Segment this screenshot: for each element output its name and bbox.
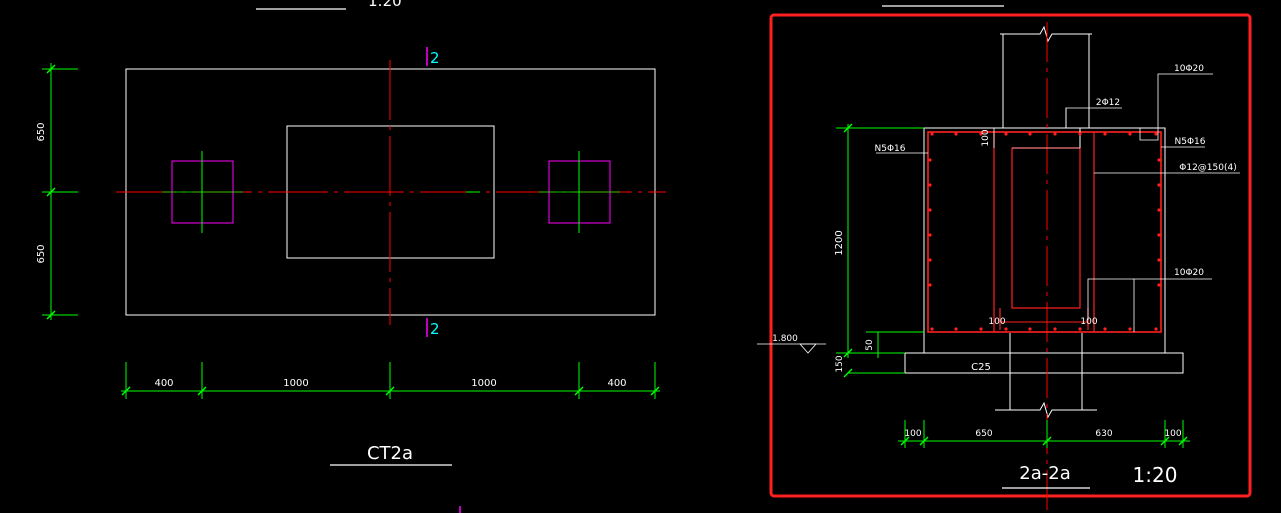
label-top-bars: 10Φ20: [1174, 64, 1204, 74]
elevation-triangle-icon: [799, 343, 817, 354]
section-mark-bottom: 2: [426, 318, 440, 338]
rebar-dot: [954, 132, 958, 136]
sec-dim-h-3: 100: [1164, 429, 1181, 439]
cushion-layer: [904, 352, 1184, 374]
highlight-frame: [769, 13, 1252, 498]
section-horizontal-dimensions: 100 650 630 100: [898, 420, 1190, 448]
rebar-dot: [979, 327, 983, 331]
plan-vertical-dimension: 650 650: [36, 63, 78, 320]
rebar-dot: [1103, 327, 1107, 331]
rebar-dot: [1103, 132, 1107, 136]
section-vertical-dimensions: 1200 50 150: [834, 123, 924, 378]
section-mark-top-label: 2: [430, 49, 440, 67]
rebar-dot: [928, 258, 932, 262]
dim-50: 50: [865, 339, 875, 351]
plan-dim-h-0: 400: [154, 378, 173, 389]
plan-horizontal-dimension: 400 1000 1000 400: [121, 362, 660, 399]
sec-dim-h-2: 630: [1095, 429, 1112, 439]
rebar-dot: [1128, 132, 1132, 136]
section-mark-bottom-label: 2: [430, 320, 440, 338]
rebar-dot: [979, 132, 983, 136]
pile-break-bottom: [995, 401, 1097, 419]
rebar-dot: [1028, 327, 1032, 331]
rebar-dot: [1157, 258, 1161, 262]
rebar-dot: [1078, 132, 1082, 136]
rebar-dot: [1128, 327, 1132, 331]
label-side-bars-left: N5Φ16: [875, 144, 906, 154]
top-partial-title-left: 1:20: [256, 0, 402, 10]
rebar-dot: [1004, 327, 1008, 331]
rebar-dot: [1053, 327, 1057, 331]
plan-dim-v-0: 650: [36, 122, 47, 141]
rebar-dot: [1028, 132, 1032, 136]
rebar-dot: [930, 132, 934, 136]
section-2a-2a-view: C25 10Φ20 2Φ12 N5Φ16: [757, 13, 1252, 513]
rebar-dot: [928, 183, 932, 187]
rebar-dot: [1157, 158, 1161, 162]
plan-caption: CT2a: [367, 443, 413, 464]
rebar-dot: [928, 233, 932, 237]
rebar-dot-group: [928, 132, 1161, 331]
label-cover-bottom-right: 100: [1080, 317, 1097, 327]
label-stirrup-top: 2Φ12: [1096, 98, 1120, 108]
plan-dim-h-2: 1000: [471, 378, 496, 389]
plan-dim-v-1: 650: [36, 244, 47, 263]
label-bottom-bars: 10Φ20: [1174, 268, 1204, 278]
column-break-top: [1000, 25, 1092, 43]
section-caption: 2a-2a: [1019, 463, 1070, 484]
concrete-grade-label: C25: [971, 362, 991, 373]
rebar-dot: [1157, 283, 1161, 287]
rebar-dot: [1157, 208, 1161, 212]
dim-150: 150: [835, 355, 845, 372]
rebar-dot: [928, 208, 932, 212]
label-cover-bottom-left: 100: [988, 317, 1005, 327]
rebar-dot: [1053, 132, 1057, 136]
rebar-dot: [1157, 183, 1161, 187]
inner-stirrup: [1011, 147, 1081, 309]
rebar-dot: [928, 283, 932, 287]
label-elevation: 1.800: [772, 334, 798, 344]
rebar-dot: [1078, 327, 1082, 331]
outer-stirrup: [927, 131, 1162, 333]
section-mark-top: 2: [426, 47, 440, 67]
rebar-cage: [927, 108, 1162, 333]
dim-height: 1200: [834, 230, 845, 255]
top-scale-text: 1:20: [368, 0, 402, 10]
rebar-dot: [1154, 132, 1158, 136]
sec-dim-h-0: 100: [904, 429, 921, 439]
plan-dim-h-1: 1000: [283, 378, 308, 389]
plan-dim-h-3: 400: [607, 378, 626, 389]
label-cover-top: 100: [981, 129, 991, 146]
pile-cap-section: [923, 127, 1166, 354]
section-annotations: 10Φ20 2Φ12 N5Φ16 N5Φ16 Φ12@150(4) 10Φ20 …: [757, 64, 1240, 354]
foundation-plan-view: 2 2 650 650: [36, 47, 666, 513]
label-stirrup-spacing: Φ12@150(4): [1179, 163, 1236, 173]
label-side-bars-right: N5Φ16: [1175, 137, 1206, 147]
rebar-dot: [954, 327, 958, 331]
section-scale: 1:20: [1133, 463, 1178, 487]
bottom-inner-tie: [999, 321, 1089, 330]
rebar-dot: [928, 158, 932, 162]
rebar-dot: [1154, 327, 1158, 331]
rebar-dot: [1157, 233, 1161, 237]
rebar-dot: [930, 327, 934, 331]
rebar-dot: [1004, 132, 1008, 136]
sec-dim-h-1: 650: [975, 429, 992, 439]
